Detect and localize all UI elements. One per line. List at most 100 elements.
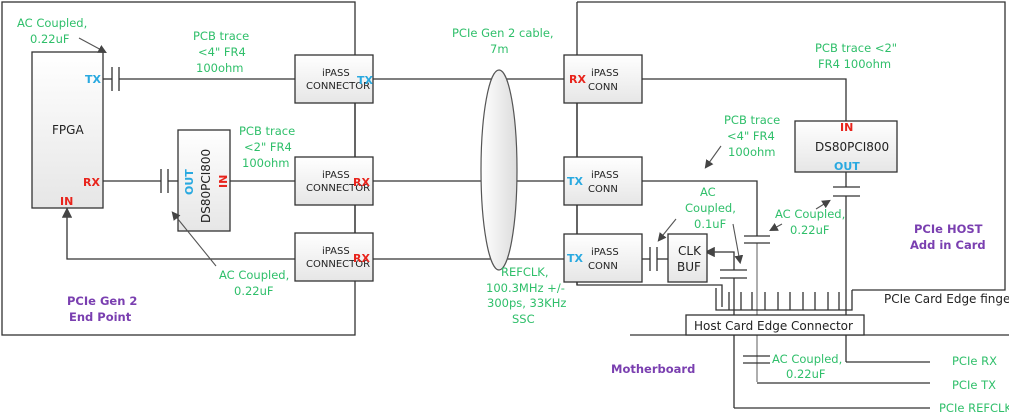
svg-text:PCB trace: PCB trace xyxy=(239,124,295,138)
signal-pcie-tx: PCIe TX xyxy=(952,378,996,392)
svg-text:<2" FR4: <2" FR4 xyxy=(244,140,292,154)
svg-text:AC Coupled,: AC Coupled, xyxy=(219,268,289,282)
svg-text:Coupled,: Coupled, xyxy=(685,201,736,215)
svg-text:100ohm: 100ohm xyxy=(728,145,775,159)
svg-text:100.3MHz +/-: 100.3MHz +/- xyxy=(486,281,565,295)
svg-text:PCB trace <2": PCB trace <2" xyxy=(815,41,897,55)
connector-tx-pin: TX xyxy=(357,74,374,87)
annotation-pcb-trace-4in-left: PCB trace <4" FR4 100ohm xyxy=(193,29,249,75)
motherboard-region-label: Motherboard xyxy=(611,362,695,376)
svg-text:PCIe HOST: PCIe HOST xyxy=(914,222,983,236)
host-card-edge-connector: Host Card Edge Connector xyxy=(685,314,865,336)
redriver-right-in-pin: IN xyxy=(840,121,853,134)
annotation-pcb-trace-2in-left: PCB trace <2" FR4 100ohm xyxy=(239,124,295,170)
endpoint-wires xyxy=(61,78,356,260)
cable-lines xyxy=(373,78,564,260)
annotation-ac-coupled-redriver: AC Coupled, 0.22uF xyxy=(171,211,289,298)
svg-text:<4" FR4: <4" FR4 xyxy=(727,129,775,143)
svg-text:iPASS: iPASS xyxy=(591,247,619,258)
card-edge-fingers-label: PCIe Card Edge fingers xyxy=(884,292,1009,306)
signal-pcie-refclk: PCIe REFCLK xyxy=(939,401,1009,415)
cable-bundle xyxy=(480,69,518,271)
svg-text:iPASS: iPASS xyxy=(322,170,350,181)
svg-text:7m: 7m xyxy=(490,42,509,56)
ac-cap-tx-host xyxy=(744,235,770,244)
fpga-in-pin: IN xyxy=(60,195,73,208)
svg-text:AC Coupled,: AC Coupled, xyxy=(772,352,842,366)
svg-text:PCIe Gen 2: PCIe Gen 2 xyxy=(67,294,137,308)
svg-text:CONNECTOR: CONNECTOR xyxy=(306,81,370,92)
svg-text:0.22uF: 0.22uF xyxy=(30,32,70,46)
annotation-ac-coupled-01: AC Coupled, 0.1uF xyxy=(657,185,744,265)
redriver-left-block: DS80PCI800 OUT IN xyxy=(177,129,231,232)
fpga-block: FPGA TX RX IN xyxy=(31,51,104,209)
svg-text:PCIe Gen 2 cable,: PCIe Gen 2 cable, xyxy=(452,26,554,40)
svg-text:300ps, 33KHz: 300ps, 33KHz xyxy=(487,296,566,310)
svg-text:CONN: CONN xyxy=(588,82,618,93)
svg-text:100ohm: 100ohm xyxy=(196,61,243,75)
svg-text:PCB trace: PCB trace xyxy=(724,113,780,127)
svg-text:0.1uF: 0.1uF xyxy=(694,217,726,231)
redriver-right-block: IN DS80PCI800 OUT xyxy=(794,120,898,173)
signal-pcie-rx: PCIe RX xyxy=(952,354,997,368)
ac-cap-tx xyxy=(111,67,120,91)
ac-cap-rx-host xyxy=(833,186,860,197)
annotation-refclk: REFCLK, 100.3MHz +/- 300ps, 33KHz SSC xyxy=(486,265,566,326)
svg-text:0.22uF: 0.22uF xyxy=(234,284,274,298)
ac-cap-motherboard-tx xyxy=(743,355,770,364)
clk-buf-block: CLK BUF xyxy=(667,233,708,283)
annotation-pcb-trace-2in-right: PCB trace <2" FR4 100ohm xyxy=(815,41,897,71)
ac-cap-refclk-vertical xyxy=(720,269,747,279)
svg-text:BUF: BUF xyxy=(677,260,701,274)
redriver-left-out-pin: OUT xyxy=(183,169,196,195)
svg-text:iPASS: iPASS xyxy=(322,246,350,257)
redriver-right-label: DS80PCI800 xyxy=(815,140,889,154)
connector-refclk-pin: RX xyxy=(353,252,370,265)
ac-cap-rx xyxy=(160,169,169,193)
host-card-edge-connector-label: Host Card Edge Connector xyxy=(694,319,853,333)
svg-text:AC Coupled,: AC Coupled, xyxy=(17,16,87,30)
svg-text:CONNECTOR: CONNECTOR xyxy=(306,183,370,194)
signal-labels: PCIe RX PCIe TX PCIe REFCLK xyxy=(939,354,1009,415)
ac-cap-clkbuf xyxy=(649,247,658,271)
redriver-left-in-pin: IN xyxy=(217,175,230,188)
svg-text:CLK: CLK xyxy=(678,244,702,258)
svg-text:REFCLK,: REFCLK, xyxy=(501,265,549,279)
svg-text:<4" FR4: <4" FR4 xyxy=(198,45,246,59)
annotation-ac-coupled-022-host: AC Coupled, 0.22uF xyxy=(769,199,845,237)
svg-text:FR4 100ohm: FR4 100ohm xyxy=(818,57,891,71)
endpoint-region-label: PCIe Gen 2 End Point xyxy=(67,294,137,324)
svg-text:End Point: End Point xyxy=(69,310,132,324)
svg-text:100ohm: 100ohm xyxy=(242,156,289,170)
svg-text:CONN: CONN xyxy=(588,184,618,195)
ipass-conn-tx: iPASS CONN TX xyxy=(563,156,643,206)
annotation-cable: PCIe Gen 2 cable, 7m xyxy=(452,26,554,56)
conn-tx-pin: TX xyxy=(567,175,584,188)
ipass-connector-rx: iPASS CONNECTOR RX xyxy=(294,156,374,206)
ipass-connector-tx: iPASS CONNECTOR TX xyxy=(294,54,374,104)
svg-text:PCB trace: PCB trace xyxy=(193,29,249,43)
svg-text:Motherboard: Motherboard xyxy=(611,362,695,376)
redriver-left-label: DS80PCI800 xyxy=(199,149,213,223)
fpga-label: FPGA xyxy=(52,123,84,137)
svg-text:0.22uF: 0.22uF xyxy=(786,367,826,381)
svg-text:iPASS: iPASS xyxy=(591,68,619,79)
svg-text:0.22uF: 0.22uF xyxy=(790,223,830,237)
svg-text:iPASS: iPASS xyxy=(322,68,350,79)
annotation-pcb-trace-4in-right: PCB trace <4" FR4 100ohm xyxy=(704,113,780,169)
ipass-conn-refclk: iPASS CONN TX xyxy=(563,233,643,283)
annotation-ac-coupled-fpga-tx: AC Coupled, 0.22uF xyxy=(17,16,107,54)
svg-text:CONN: CONN xyxy=(588,261,618,272)
svg-text:AC: AC xyxy=(700,185,716,199)
card-edge-fingers: PCIe Card Edge fingers xyxy=(715,288,1009,311)
svg-text:CONNECTOR: CONNECTOR xyxy=(306,259,370,270)
connector-rx-pin: RX xyxy=(353,176,370,189)
svg-text:AC Coupled,: AC Coupled, xyxy=(775,207,845,221)
fpga-tx-pin: TX xyxy=(85,73,102,86)
annotation-ac-coupled-motherboard: AC Coupled, 0.22uF xyxy=(772,352,842,381)
svg-text:Add in Card: Add in Card xyxy=(910,238,986,252)
conn-refclk-pin: TX xyxy=(567,252,584,265)
ipass-connector-refclk: iPASS CONNECTOR RX xyxy=(294,232,374,282)
host-region-label: PCIe HOST Add in Card xyxy=(910,222,986,252)
